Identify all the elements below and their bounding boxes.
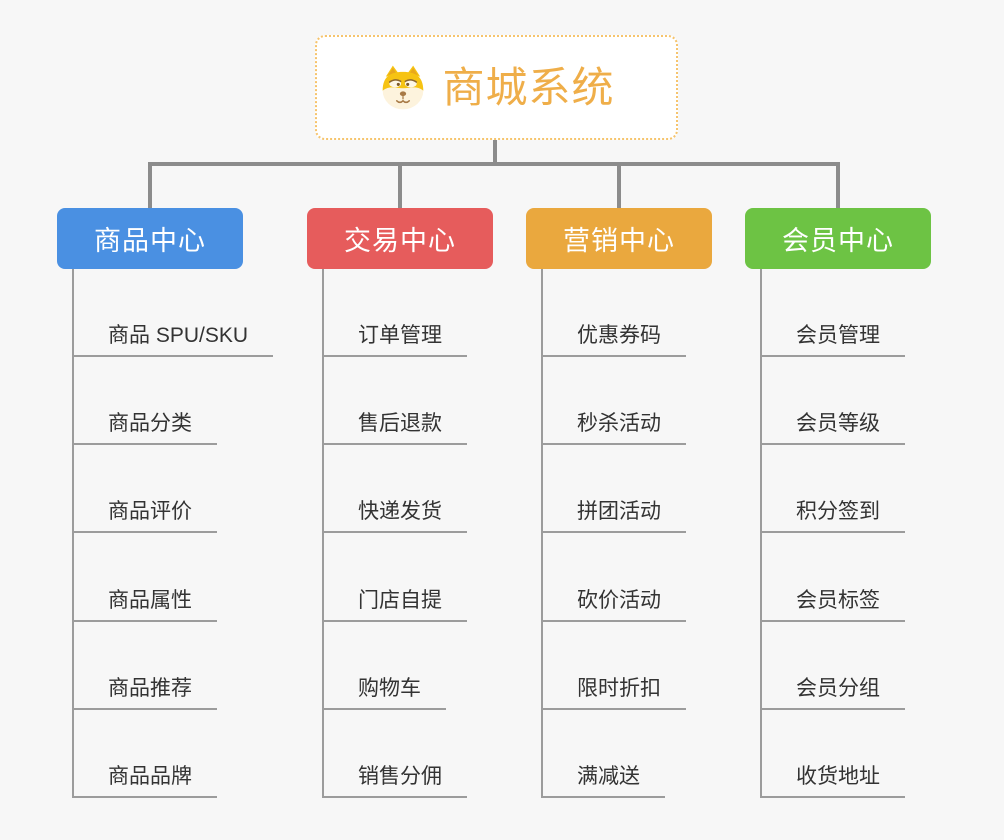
- category-node-trade-center[interactable]: 交易中心: [307, 208, 493, 269]
- leaf-node[interactable]: 会员管理: [762, 269, 905, 358]
- leaf-node[interactable]: 快递发货: [324, 445, 467, 534]
- leaf-node[interactable]: 秒杀活动: [543, 357, 686, 446]
- leaf-node[interactable]: 会员分组: [762, 622, 905, 710]
- leaf-node[interactable]: 砍价活动: [543, 533, 686, 622]
- leaf-node[interactable]: 满减送: [543, 710, 665, 798]
- leaf-node[interactable]: 商品推荐: [74, 622, 217, 710]
- leaf-node[interactable]: 会员等级: [762, 357, 905, 446]
- leaf-node[interactable]: 商品评价: [74, 445, 217, 534]
- leaf-node[interactable]: 商品属性: [74, 533, 217, 622]
- leaf-node[interactable]: 购物车: [324, 622, 446, 710]
- connector-drop-1: [148, 162, 152, 208]
- leaf-node[interactable]: 商品品牌: [74, 710, 217, 798]
- branch-column-marketing: 优惠券码秒杀活动拼团活动砍价活动限时折扣满减送: [541, 269, 686, 798]
- connector-drop-2: [398, 162, 402, 208]
- category-node-marketing-center[interactable]: 营销中心: [526, 208, 712, 269]
- root-node[interactable]: 商城系统: [315, 35, 678, 140]
- leaf-node[interactable]: 商品分类: [74, 357, 217, 446]
- category-node-product-center[interactable]: 商品中心: [57, 208, 243, 269]
- leaf-node[interactable]: 收货地址: [762, 710, 905, 798]
- leaf-node[interactable]: 积分签到: [762, 445, 905, 534]
- root-title: 商城系统: [442, 63, 615, 111]
- leaf-node[interactable]: 拼团活动: [543, 445, 686, 534]
- leaf-node[interactable]: 优惠券码: [543, 269, 686, 358]
- category-node-member-center[interactable]: 会员中心: [745, 208, 931, 269]
- leaf-node[interactable]: 会员标签: [762, 533, 905, 622]
- connector-bus: [148, 162, 840, 166]
- connector-root-trunk: [493, 140, 497, 166]
- leaf-node[interactable]: 门店自提: [324, 533, 467, 622]
- branch-column-member: 会员管理会员等级积分签到会员标签会员分组收货地址: [760, 269, 905, 798]
- leaf-node[interactable]: 售后退款: [324, 357, 467, 446]
- branch-column-trade: 订单管理售后退款快递发货门店自提购物车销售分佣: [322, 269, 467, 798]
- connector-drop-3: [617, 162, 621, 208]
- leaf-node[interactable]: 订单管理: [324, 269, 467, 358]
- connector-drop-4: [836, 162, 840, 208]
- dog-icon: [378, 64, 428, 111]
- leaf-node[interactable]: 限时折扣: [543, 622, 686, 710]
- leaf-node[interactable]: 商品 SPU/SKU: [74, 269, 274, 358]
- leaf-node[interactable]: 销售分佣: [324, 710, 467, 798]
